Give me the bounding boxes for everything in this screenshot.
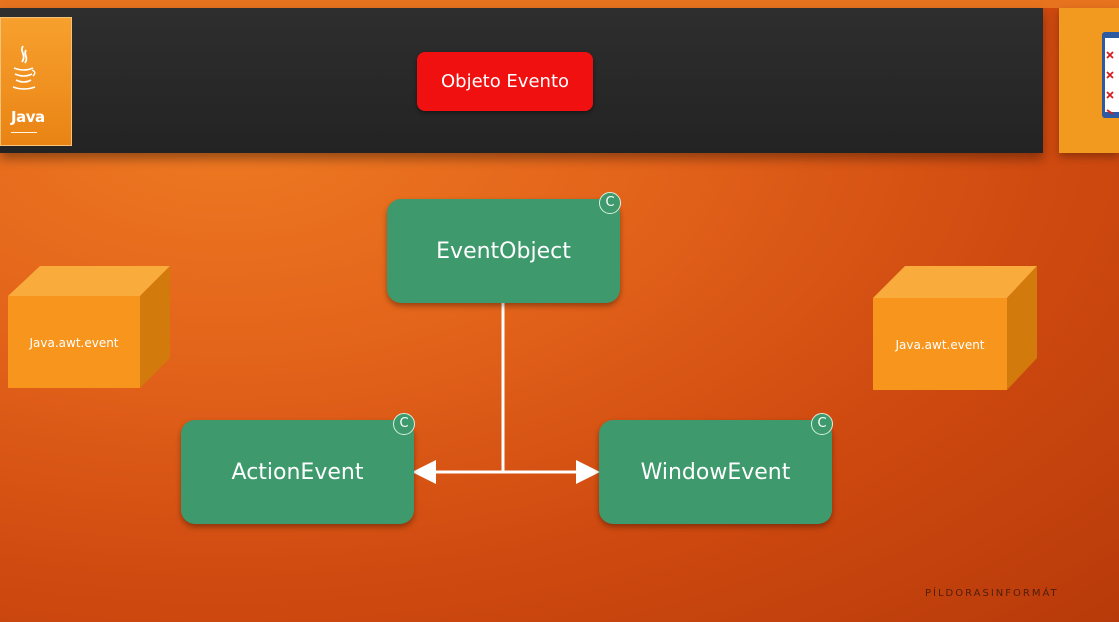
java-cup-icon — [12, 45, 36, 90]
java-logo-text: Java — [11, 108, 45, 126]
java-logo: Java — [0, 17, 72, 146]
java-logo-underline — [11, 132, 37, 133]
package-label-right: Java.awt.event — [895, 338, 985, 352]
package-cube-right — [873, 266, 1037, 390]
class-badge-event-object: C — [599, 192, 621, 214]
checklist-icon — [1102, 32, 1119, 118]
class-node-window-event: WindowEvent — [599, 420, 832, 524]
top-strip — [0, 0, 1119, 8]
package-label-left: Java.awt.event — [29, 336, 119, 350]
package-cube-left — [8, 266, 170, 388]
class-badge-window-event: C — [811, 413, 833, 435]
page-title: Objeto Evento — [417, 52, 593, 111]
class-badge-action-event: C — [393, 413, 415, 435]
right-card — [1059, 8, 1119, 153]
class-node-action-event: ActionEvent — [181, 420, 414, 524]
class-node-event-object: EventObject — [387, 199, 620, 303]
watermark: PÍLDORASINFORMÁT — [925, 588, 1059, 599]
